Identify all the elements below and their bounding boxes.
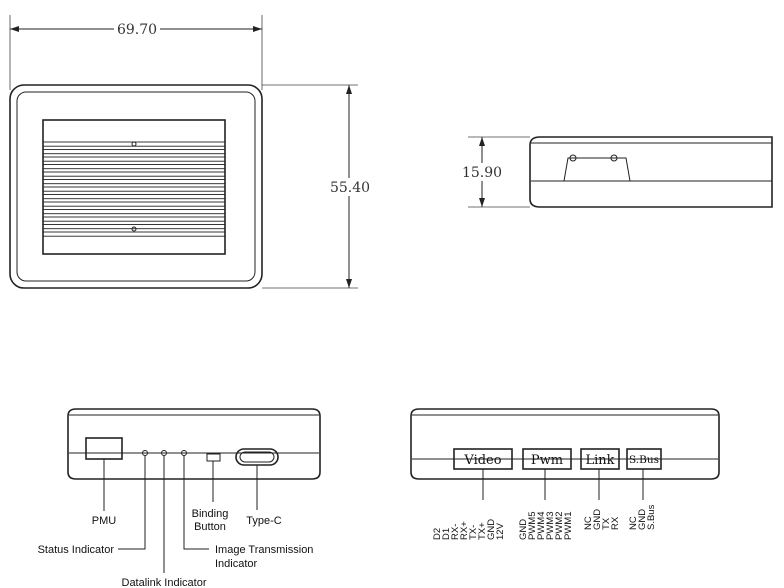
- link-port-label: Link: [585, 453, 614, 468]
- datalink-indicator-label: Datalink Indicator: [122, 577, 207, 588]
- vent-slat: [42, 231, 226, 237]
- vent-slat: [42, 194, 226, 200]
- pwm-pin: PWM3: [545, 512, 556, 541]
- top-body-inner: [16, 91, 256, 282]
- vent-slat: [42, 156, 226, 162]
- vent-slat: [42, 209, 226, 215]
- video-pin: RX+: [459, 521, 470, 540]
- top-view: 69.70 55.40: [9, 15, 370, 289]
- pwm-pin: PWM1: [563, 512, 574, 541]
- type-c-label: Type-C: [246, 515, 282, 527]
- status-leader: [118, 456, 146, 550]
- side-view: 15.90: [458, 136, 773, 208]
- video-pins: D2 D1 RX- RX+ TX- TX+ GND 12V: [432, 519, 506, 540]
- pwm-pins: GND PWM5 PWM4 PWM3 PWM2 PWM1: [518, 512, 574, 541]
- height-dimension: 55.40: [330, 180, 370, 196]
- video-pin: TX+: [477, 522, 488, 540]
- link-pin: RX: [610, 516, 621, 530]
- video-pin: RX-: [450, 524, 461, 540]
- thickness-arrow-bottom: [479, 198, 485, 207]
- front-view: PMU Status Indicator Datalink Indicator …: [38, 408, 321, 588]
- sbus-port: [626, 448, 662, 470]
- status-led: [142, 450, 148, 456]
- sbus-pins: NC GND S.Bus: [628, 504, 657, 530]
- vent-slat: [42, 164, 226, 170]
- sbus-pin: GND: [637, 509, 648, 530]
- height-arrow-top: [346, 85, 352, 94]
- image-transmission-label-line2: Indicator: [215, 558, 258, 570]
- width-dimension: 69.70: [117, 22, 157, 38]
- height-arrow-bottom: [346, 279, 352, 288]
- link-port: [580, 448, 620, 470]
- front-body: [67, 408, 321, 480]
- thickness-arrow-top: [479, 137, 485, 146]
- sbus-port-label: S.Bus: [629, 454, 659, 466]
- link-pin: NC: [583, 516, 594, 530]
- pwm-pin: PWM4: [536, 512, 547, 541]
- image-transmission-label-line1: Image Transmission: [215, 544, 313, 556]
- pwm-pin: PWM2: [554, 512, 565, 541]
- pwm-port: [522, 448, 572, 470]
- status-indicator-label: Status Indicator: [38, 544, 115, 556]
- type-c-inner: [239, 451, 275, 463]
- vent-slat: [42, 224, 226, 230]
- side-connector-pin-right: [610, 154, 618, 162]
- binding-label-line1: Binding: [192, 508, 229, 520]
- type-c-port: [235, 448, 279, 466]
- vent-slat: [42, 179, 226, 185]
- video-pin: GND: [486, 519, 497, 540]
- vent-slat: [42, 216, 226, 222]
- thickness-dimension: 15.90: [462, 165, 502, 181]
- screw-bottom: [131, 226, 137, 232]
- top-body-outer: [9, 84, 263, 289]
- image-transmission-leader: [183, 456, 209, 550]
- vent-slat: [42, 186, 226, 192]
- sbus-pin: S.Bus: [646, 504, 657, 530]
- video-pin: TX-: [468, 525, 479, 540]
- video-pin: D2: [432, 528, 443, 540]
- link-pin: TX: [601, 517, 612, 530]
- pmu-connector: [85, 437, 123, 460]
- link-pins: NC GND TX RX: [583, 509, 621, 530]
- side-connector: [563, 157, 631, 182]
- vent-slat: [42, 201, 226, 207]
- rear-body: [410, 408, 720, 480]
- side-connector-pin-left: [569, 154, 577, 162]
- datalink-led: [161, 450, 167, 456]
- pwm-pin: GND: [518, 519, 529, 540]
- width-arrow-left: [10, 26, 19, 32]
- height-label-bg: [330, 178, 370, 196]
- side-body: [529, 136, 773, 208]
- video-pin: 12V: [495, 522, 506, 540]
- binding-label-line2: Button: [194, 521, 226, 533]
- image-transmission-led: [181, 450, 187, 456]
- sbus-pin: NC: [628, 516, 639, 530]
- vent-slat: [42, 149, 226, 155]
- width-arrow-right: [253, 26, 262, 32]
- binding-button: [206, 453, 221, 462]
- pwm-port-label: Pwm: [531, 453, 563, 468]
- pmu-label: PMU: [92, 515, 117, 527]
- width-label-bg: [114, 20, 160, 36]
- video-port-label: Video: [463, 453, 501, 468]
- vent-slat: [42, 171, 226, 177]
- thickness-label-bg: [458, 163, 506, 181]
- video-pin: D1: [441, 528, 452, 540]
- link-pin: GND: [592, 509, 603, 530]
- screw-top: [131, 141, 137, 147]
- vent-slats: [42, 141, 226, 237]
- pwm-pin: PWM5: [527, 512, 538, 541]
- rear-view: Video Pwm Link S.Bus D2 D1 RX- RX+ TX- T…: [410, 408, 720, 541]
